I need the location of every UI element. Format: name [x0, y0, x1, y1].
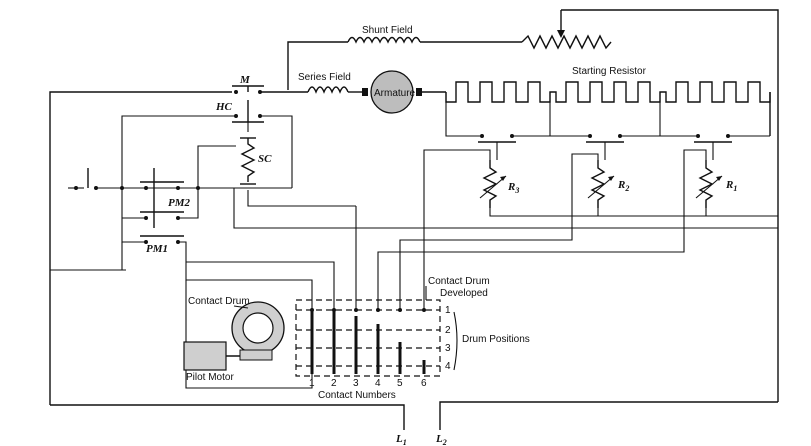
drum-position-number: 4 [445, 361, 451, 372]
contact-drum-developed-label-2: Developed [440, 288, 488, 299]
r3-coil [479, 160, 507, 208]
sc-label: SC [258, 153, 272, 165]
contact-number: 4 [375, 378, 381, 389]
r1-label: R1 [725, 179, 737, 193]
drum-position-number: 2 [445, 325, 451, 336]
contact-drum [231, 301, 285, 355]
pm2-label: PM2 [168, 197, 191, 209]
field-rheostat [521, 10, 612, 50]
contact-number: 5 [397, 378, 403, 389]
hc-contact [232, 100, 264, 123]
sc-coil [240, 137, 256, 185]
r1-contact [694, 134, 732, 160]
m-label: M [239, 74, 251, 86]
starting-resistor [445, 81, 771, 103]
drum-position-number: 3 [445, 343, 451, 354]
contact-number: 1 [309, 378, 315, 389]
shunt-field-label: Shunt Field [362, 25, 413, 36]
m-contact [232, 85, 264, 94]
l1-label: L1 [395, 433, 407, 446]
contact-numbers-label: Contact Numbers [318, 390, 396, 401]
drum-positions-label: Drum Positions [462, 334, 530, 345]
contact-drum-developed [295, 299, 441, 377]
pm1-contact [140, 235, 184, 244]
r3-label: R3 [507, 181, 519, 195]
contact-drum-label: Contact Drum [188, 296, 250, 307]
drum-contact-bars [310, 310, 426, 374]
r2-label: R2 [617, 179, 629, 193]
armature: Armature [370, 70, 416, 114]
r3-contact [478, 134, 516, 160]
r2-contact [586, 134, 624, 160]
drum-contact-dots [310, 308, 426, 312]
hc-label: HC [215, 101, 233, 113]
starting-resistor-label: Starting Resistor [572, 66, 647, 77]
pm2-contact [140, 168, 184, 228]
series-field-label: Series Field [298, 72, 351, 83]
contact-number: 3 [353, 378, 359, 389]
pilot-motor-label: Pilot Motor [186, 372, 234, 383]
l2-label: L2 [435, 433, 447, 446]
drum-position-number: 1 [445, 305, 451, 316]
series-field-coil [307, 86, 349, 94]
drum-positions-brace [453, 311, 458, 371]
contact-number: 6 [421, 378, 427, 389]
contact-number: 2 [331, 378, 337, 389]
pm1-label: PM1 [146, 243, 168, 255]
r1-coil [695, 160, 723, 208]
shunt-field-coil [347, 36, 421, 44]
r2-coil [587, 160, 615, 208]
contact-drum-developed-label-1: Contact Drum [428, 276, 490, 287]
svg-text:Armature: Armature [374, 88, 416, 99]
pilot-motor [183, 341, 273, 371]
